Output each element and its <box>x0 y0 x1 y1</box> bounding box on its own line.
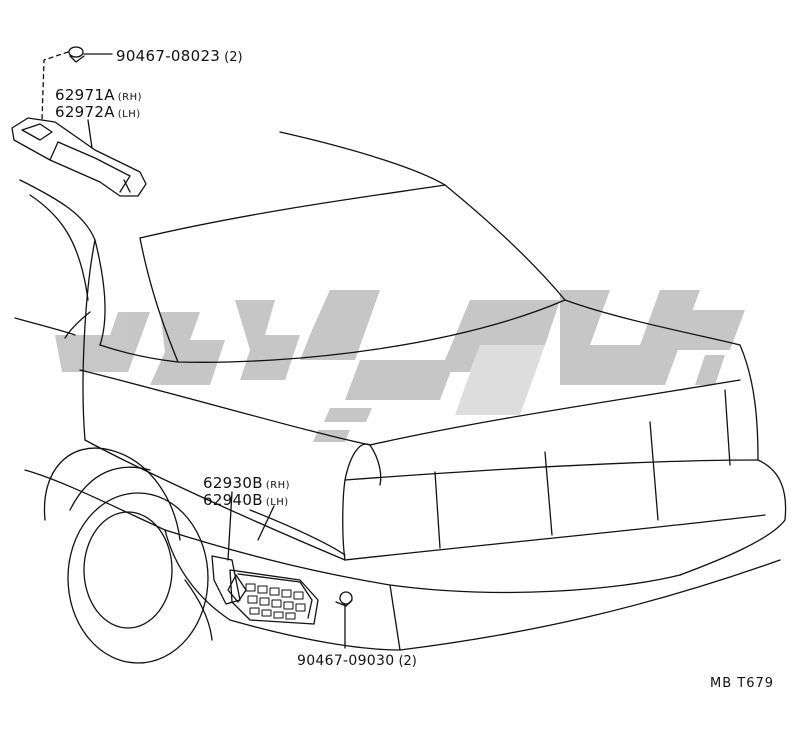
garnish-lh-part-number: 62972A <box>55 103 115 121</box>
vent-rh-part-number: 62930B <box>203 474 263 492</box>
vent-lh-part-number: 62940B <box>203 491 263 509</box>
vent-lh-side: (LH) <box>265 497 289 508</box>
clip-upper-part-number: 90467-08023 <box>116 47 221 65</box>
vent-rh-label: 62930B(RH) <box>203 473 290 492</box>
clip-upper-qty: (2) <box>224 50 243 65</box>
upper-clip-drawing <box>68 46 85 63</box>
vent-part-drawing <box>211 555 319 625</box>
garnish-rh-side: (RH) <box>117 92 143 103</box>
clip-lower-label: 90467-09030(2) <box>297 650 417 669</box>
vent-rh-side: (RH) <box>265 480 291 491</box>
diagram-reference-code: MB T679 <box>710 676 775 691</box>
clip-lower-qty: (2) <box>398 654 417 669</box>
lower-clip-drawing <box>335 591 353 607</box>
vent-lh-label: 62940B(LH) <box>203 490 289 509</box>
garnish-part-drawing <box>11 117 147 197</box>
garnish-lh-label: 62972A(LH) <box>55 102 141 121</box>
clip-lower-part-number: 90467-09030 <box>297 653 395 669</box>
garnish-lh-side: (LH) <box>117 109 141 120</box>
garnish-rh-part-number: 62971A <box>55 86 115 104</box>
garnish-rh-label: 62971A(RH) <box>55 85 142 104</box>
clip-upper-label: 90467-08023(2) <box>116 46 243 65</box>
watermark-logo <box>55 290 745 442</box>
